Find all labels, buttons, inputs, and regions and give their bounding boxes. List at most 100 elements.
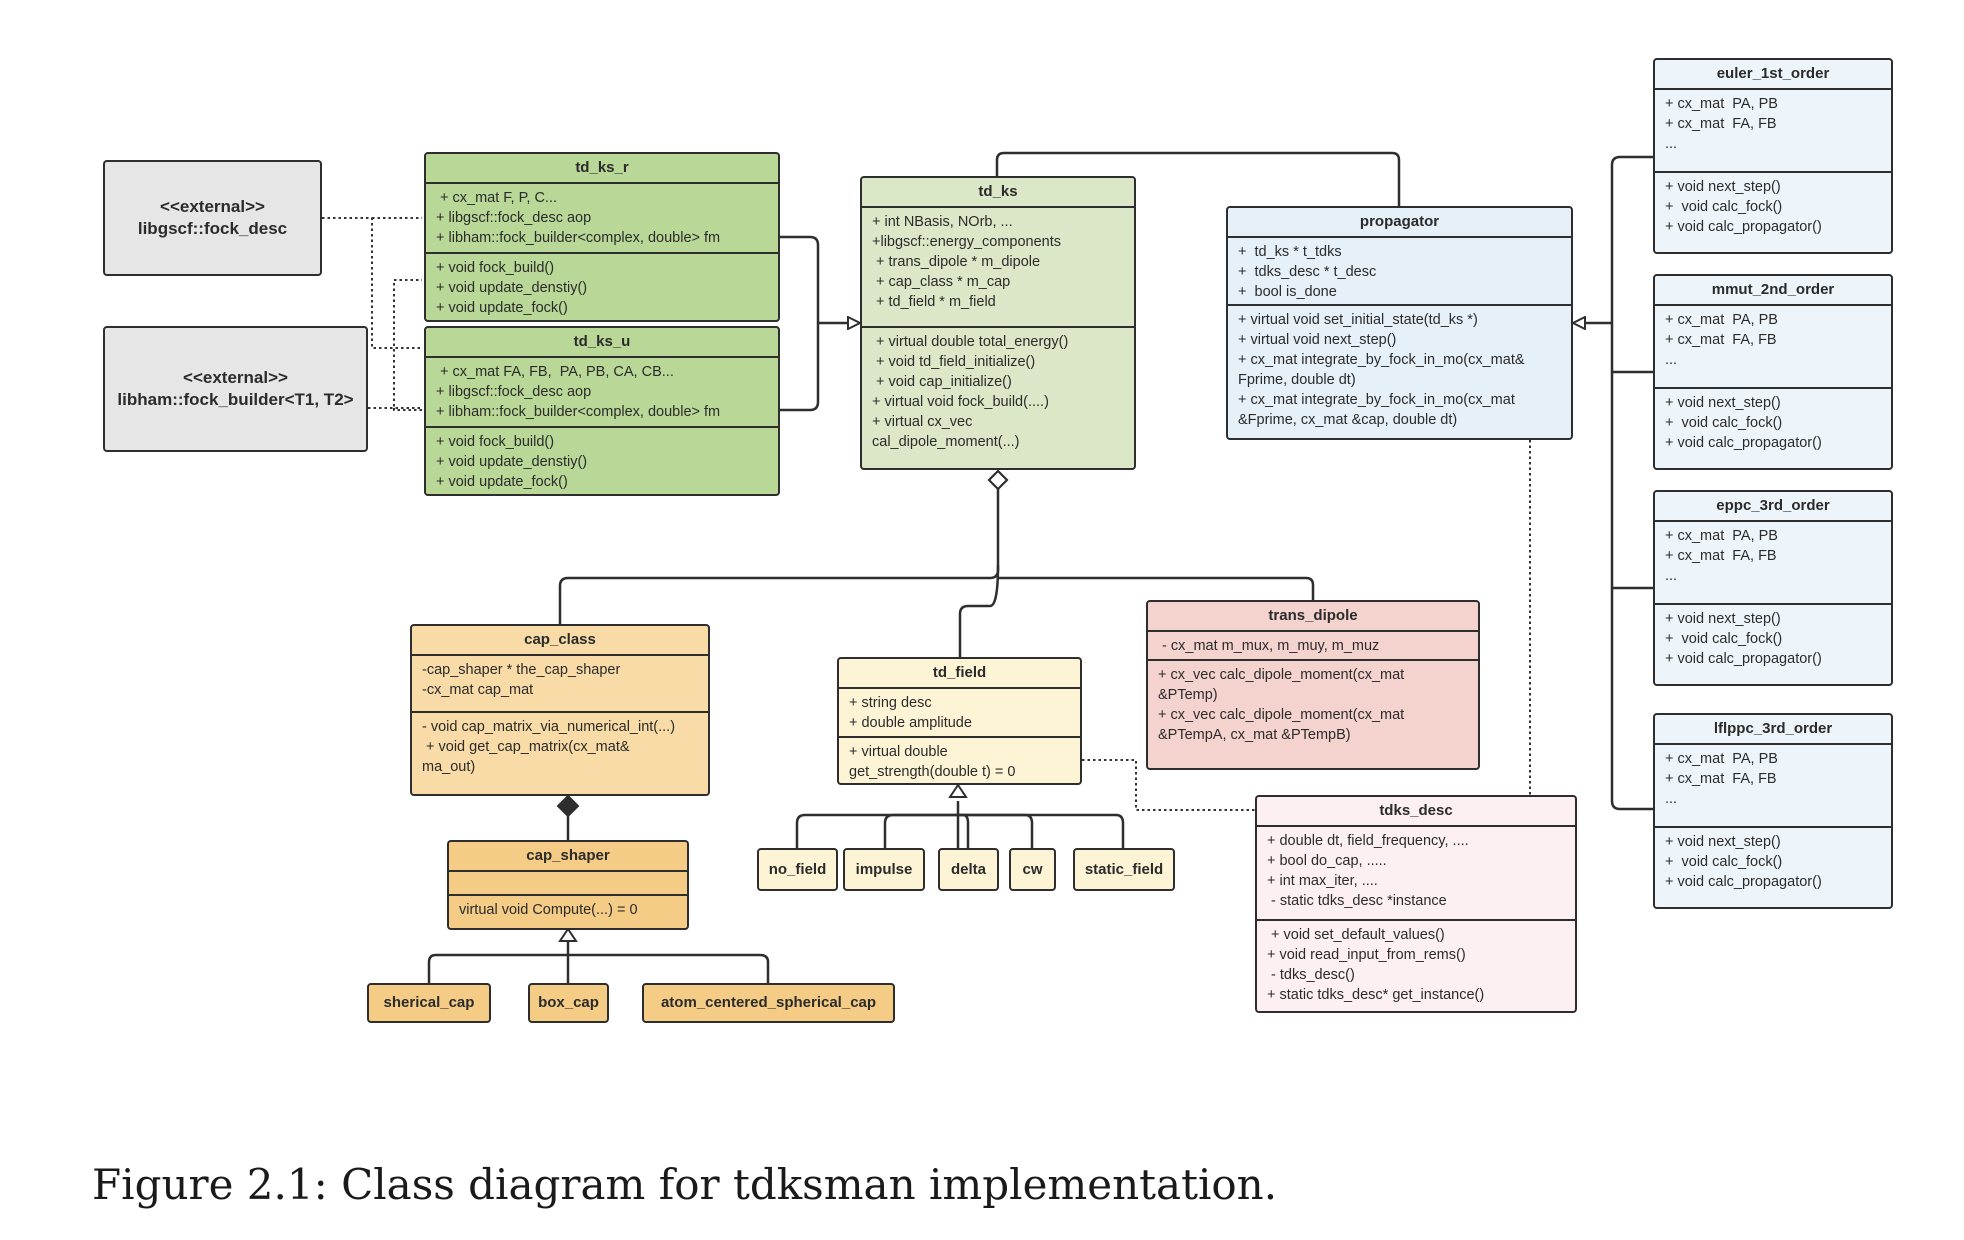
class-title-line: mmut_2nd_order	[1711, 281, 1835, 298]
class-attributes: + cx_mat PA, PB+ cx_mat FA, FB...	[1655, 522, 1891, 603]
member-line: + cx_mat PA, PB	[1665, 312, 1778, 328]
class-methods: + virtual double total_energy() + void t…	[862, 326, 1134, 467]
class-box-cw: cw	[1009, 848, 1056, 891]
member-line: + void update_denstiy()	[436, 454, 588, 470]
class-methods: + virtual void set_initial_state(td_ks *…	[1228, 304, 1571, 437]
class-name: td_ks	[862, 178, 1134, 208]
class-name: atom_centered_spherical_cap	[661, 993, 876, 1013]
member-line: + void next_step()	[1665, 179, 1781, 195]
class-title-line: eppc_3rd_order	[1716, 497, 1830, 514]
class-name: lflppc_3rd_order	[1655, 715, 1891, 745]
member-line: + void update_fock()	[436, 474, 568, 490]
member-line: + libham::fock_builder<complex, double> …	[436, 230, 721, 246]
class-box-no-field: no_field	[757, 848, 838, 891]
class-title-line: euler_1st_order	[1716, 65, 1830, 82]
member-line: - cx_mat m_mux, m_muy, m_muz	[1158, 638, 1380, 654]
member-line: + void update_fock()	[436, 300, 568, 316]
member-line: cal_dipole_moment(...)	[872, 434, 1020, 450]
class-box-td-field: td_field+ string desc+ double amplitude+…	[837, 657, 1082, 785]
member-line: + void calc_propagator()	[1665, 435, 1822, 451]
member-line: + double amplitude	[849, 715, 972, 731]
dep-fock_desc	[322, 217, 422, 349]
member-line: + td_ks * t_tdks	[1238, 244, 1342, 260]
member-line: + cx_mat FA, FB	[1665, 771, 1777, 787]
class-box-propagator: propagator + td_ks * t_tdks+ tdks_desc * …	[1226, 206, 1573, 440]
class-title-line: propagator	[1359, 213, 1440, 230]
member-line: &Fprime, cx_mat &cap, double dt)	[1238, 412, 1458, 428]
class-title-line: trans_dipole	[1268, 607, 1358, 624]
member-line: -cap_shaper * the_cap_shaper	[422, 662, 621, 678]
member-line: + cap_class * m_cap	[872, 274, 1011, 290]
class-name: sherical_cap	[384, 993, 475, 1013]
member-line: + bool is_done	[1238, 284, 1337, 300]
edge-propagator-subclasses	[1610, 155, 1653, 811]
member-line: ...	[1665, 568, 1678, 584]
member-line: + virtual double	[849, 744, 948, 760]
inherit-triangle-cap_shaper	[558, 927, 578, 942]
member-line: - tdks_desc()	[1267, 967, 1355, 983]
member-line: + void calc_propagator()	[1665, 651, 1822, 667]
class-title-line: no_field	[768, 860, 827, 878]
class-title-line: tdks_desc	[1379, 802, 1453, 819]
member-line: + void next_step()	[1665, 834, 1781, 850]
class-name: static_field	[1085, 860, 1163, 880]
class-name: euler_1st_order	[1655, 60, 1891, 90]
member-line: + void td_field_initialize()	[872, 354, 1036, 370]
class-methods: + void next_step()+ void calc_fock()+ vo…	[1655, 826, 1891, 906]
inherit-triangle-td_field	[948, 783, 968, 798]
member-line: + virtual cx_vec	[872, 414, 973, 430]
class-box-tdks-desc: tdks_desc+ double dt, field_frequency, .…	[1255, 795, 1577, 1013]
member-line: + void set_default_values()	[1267, 927, 1445, 943]
class-title-line: sherical_cap	[383, 994, 475, 1011]
member-line: + void calc_fock()	[1665, 415, 1783, 431]
class-methods: + void next_step()+ void calc_fock()+ vo…	[1655, 171, 1891, 251]
class-name: td_field	[839, 659, 1080, 689]
class-name: td_ks_u	[426, 328, 778, 358]
class-title-line: td_ks_r	[575, 159, 629, 176]
class-attributes: + td_ks * t_tdks+ tdks_desc * t_desc+ bo…	[1228, 238, 1571, 304]
member-line: &PTempA, cx_mat &PTempB)	[1158, 727, 1351, 743]
member-line: + void fock_build()	[436, 434, 555, 450]
edge-td_ks_u-to-td_ks	[780, 323, 820, 412]
member-line: + cx_mat PA, PB	[1665, 528, 1778, 544]
class-attributes: + cx_mat PA, PB+ cx_mat FA, FB...	[1655, 90, 1891, 171]
class-title-line: td_ks	[978, 183, 1018, 200]
class-title-line: libham::fock_builder<T1, T2>	[117, 390, 354, 409]
member-line: + cx_mat FA, FB, PA, PB, CA, CB...	[436, 364, 674, 380]
member-line: - void cap_matrix_via_numerical_int(...)	[422, 719, 676, 735]
class-title-line: box_cap	[538, 994, 599, 1011]
member-line: + void calc_fock()	[1665, 631, 1783, 647]
class-methods: + void set_default_values()+ void read_i…	[1257, 919, 1575, 1010]
member-line: ma_out)	[422, 759, 476, 775]
class-box-box-cap: box_cap	[528, 983, 609, 1023]
member-line: + void calc_propagator()	[1665, 874, 1822, 890]
member-line: + cx_mat integrate_by_fock_in_mo(cx_mat&	[1238, 352, 1525, 368]
member-line: + libgscf::fock_desc aop	[436, 384, 592, 400]
member-line: ...	[1665, 352, 1678, 368]
member-line: + libgscf::fock_desc aop	[436, 210, 592, 226]
member-line: + void cap_initialize()	[872, 374, 1012, 390]
class-title-line: td_field	[932, 664, 987, 681]
class-name: propagator	[1228, 208, 1571, 238]
class-title-line: td_ks_u	[573, 333, 631, 350]
class-name: impulse	[856, 860, 913, 880]
class-name: cw	[1022, 860, 1042, 880]
member-line: +libgscf::energy_components	[872, 234, 1062, 250]
class-title-line: static_field	[1084, 860, 1164, 878]
class-box-fock-desc-ext: <<external>>libgscf::fock_desc	[103, 160, 322, 276]
class-box-sherical-cap: sherical_cap	[367, 983, 491, 1023]
class-title-line: cap_shaper	[526, 847, 610, 864]
class-name: eppc_3rd_order	[1655, 492, 1891, 522]
member-line: + virtual void fock_build(....)	[872, 394, 1049, 410]
class-name: cap_class	[412, 626, 708, 656]
member-line: + int NBasis, NOrb, ...	[872, 214, 1013, 230]
class-title-line: delta	[950, 860, 986, 878]
member-line: Fprime, double dt)	[1238, 372, 1356, 388]
class-title-line: atom_centered_spherical_cap	[660, 994, 877, 1011]
class-box-euler-1st-order: euler_1st_order + cx_mat PA, PB+ cx_mat F…	[1653, 58, 1893, 254]
class-name: trans_dipole	[1148, 602, 1478, 632]
member-line: + cx_mat PA, PB	[1665, 751, 1778, 767]
class-methods: + void fock_build() + void update_denstiy…	[426, 426, 778, 493]
class-attributes: + cx_mat PA, PB+ cx_mat FA, FB...	[1655, 745, 1891, 826]
